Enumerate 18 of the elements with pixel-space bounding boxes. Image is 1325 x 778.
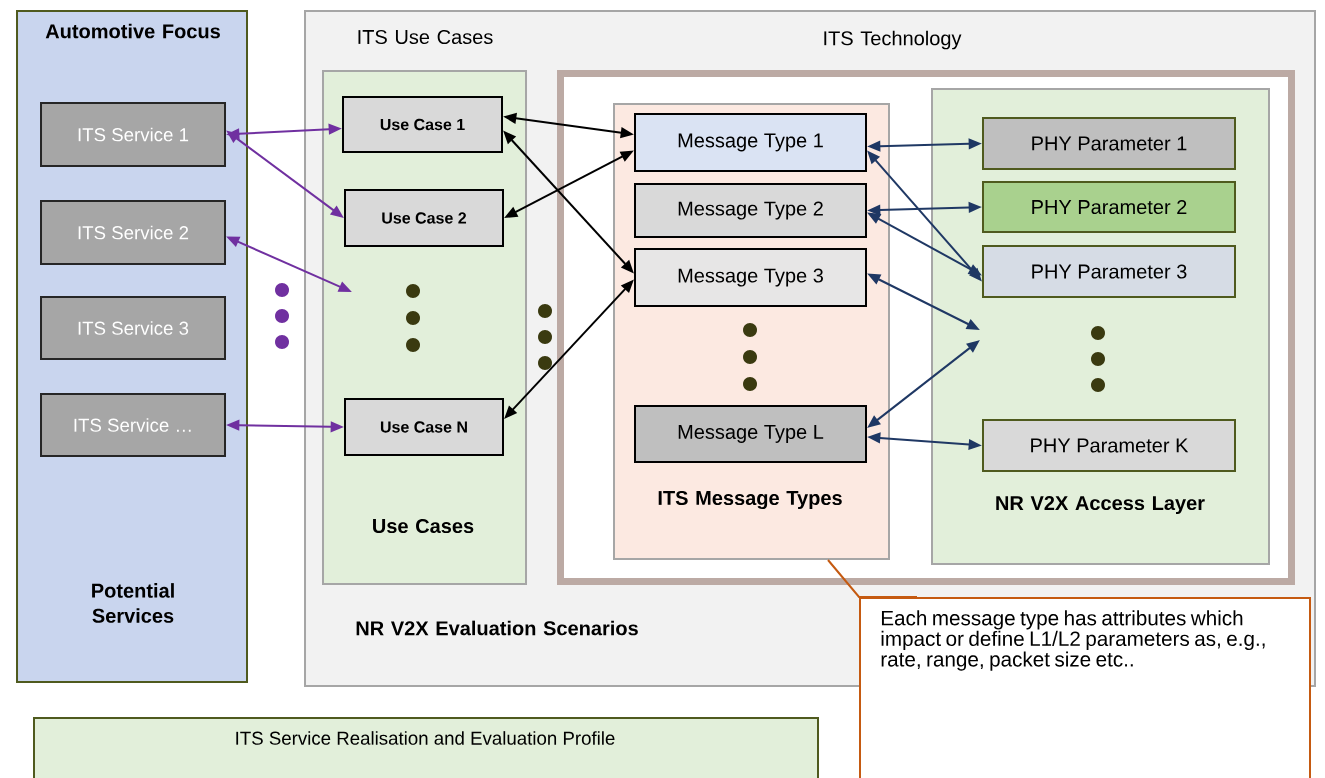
message-box: Message Type L <box>634 405 867 463</box>
message-box: Message Type 2 <box>634 183 867 238</box>
note-callout: Each message type has attributes which impact or define L1/L2 parameters as, e.g., rate, range, packet size etc.. <box>859 597 1311 778</box>
parameter-box: PHY Parameter 1 <box>982 117 1236 170</box>
parameter-box: PHY Parameter K <box>982 419 1236 472</box>
use-case-box: Use Case 1 <box>342 96 503 153</box>
parameter-box: PHY Parameter 3 <box>982 245 1236 298</box>
node-label: ITS Technology <box>824 30 962 50</box>
service-box: ITS Service 3 <box>40 296 226 360</box>
service-box: ITS Service … <box>40 393 226 457</box>
message-box: Message Type 1 <box>634 113 867 172</box>
use-case-box: Use Case N <box>344 398 504 456</box>
profile-bar: ITS Service Realisation and Evaluation Profile <box>33 717 819 778</box>
service-box: ITS Service 2 <box>40 200 226 265</box>
use-case-box: Use Case 2 <box>344 189 504 247</box>
message-box: Message Type 3 <box>634 248 867 307</box>
service-box: ITS Service 1 <box>40 102 226 167</box>
parameter-box: PHY Parameter 2 <box>982 181 1236 233</box>
